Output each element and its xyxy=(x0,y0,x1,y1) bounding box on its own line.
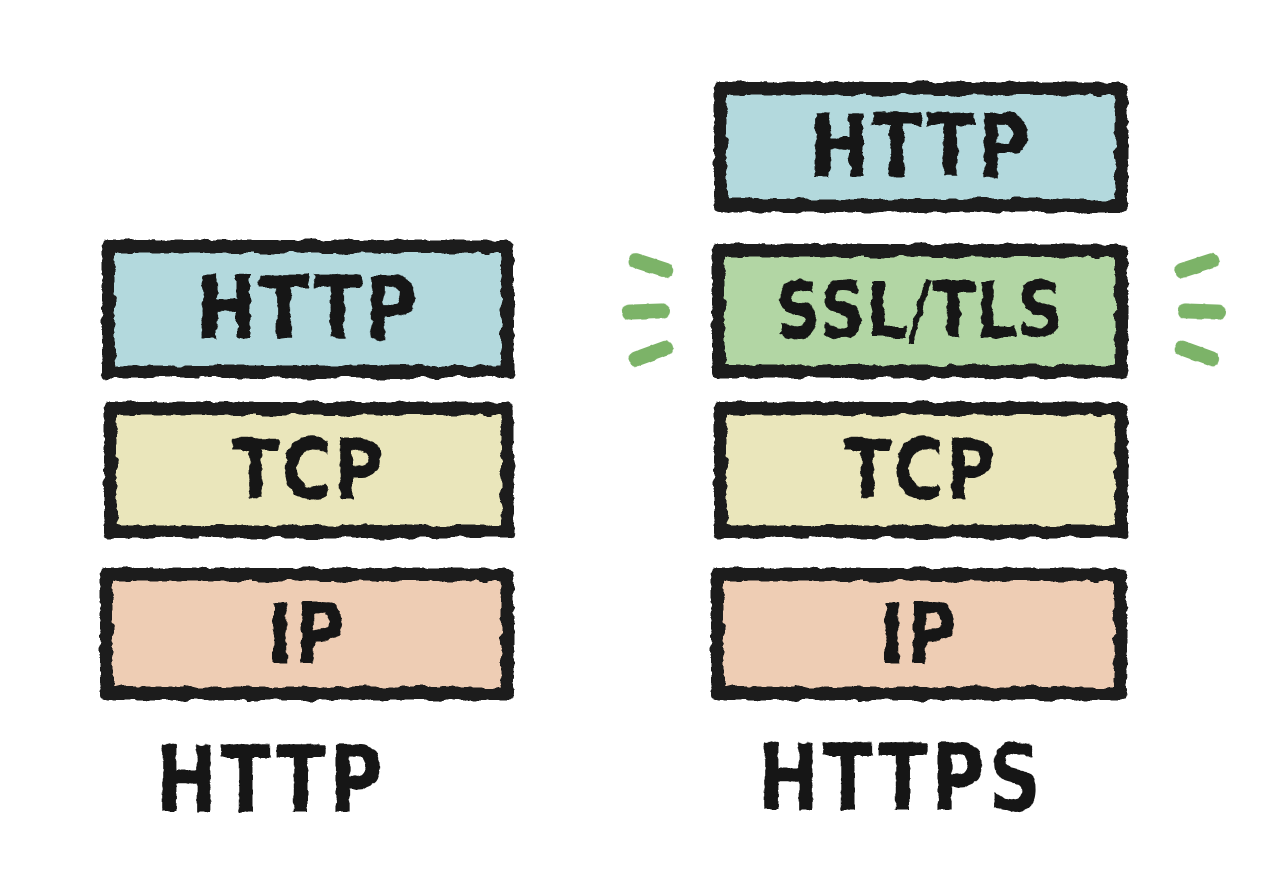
https-stack-layer-ssl-tls[interactable]: SSL/TLS xyxy=(712,244,1128,378)
sparkle-highlight-left-icon xyxy=(621,248,694,376)
http-stack-layer-ip[interactable]: IP xyxy=(100,568,514,700)
https-stack-layer-http[interactable]: HTTP xyxy=(714,82,1128,212)
layer-label: IP xyxy=(878,585,960,683)
http-stack-caption: HTTP xyxy=(156,725,387,835)
layer-label: SSL/TLS xyxy=(775,264,1065,356)
sparkle-dash xyxy=(626,338,676,369)
layer-label: TCP xyxy=(843,421,999,519)
layer-label: HTTP xyxy=(196,258,420,360)
https-stack-layer-ip[interactable]: IP xyxy=(711,568,1127,700)
sparkle-dash xyxy=(1172,338,1222,369)
sparkle-dash xyxy=(626,251,676,280)
http-stack-layer-http[interactable]: HTTP xyxy=(102,240,514,378)
sparkle-highlight-right-icon xyxy=(1156,248,1228,376)
layer-label: HTTP xyxy=(809,96,1033,198)
sparkle-dash xyxy=(1177,303,1227,320)
http-stack-layer-tcp[interactable]: TCP xyxy=(104,402,514,538)
https-stack-layer-tcp[interactable]: TCP xyxy=(714,402,1128,538)
layer-label: IP xyxy=(266,585,348,683)
layer-label: TCP xyxy=(231,421,387,519)
sparkle-dash xyxy=(621,303,671,320)
https-stack-caption: HTTPS xyxy=(758,723,1045,833)
sparkle-dash xyxy=(1172,251,1222,280)
